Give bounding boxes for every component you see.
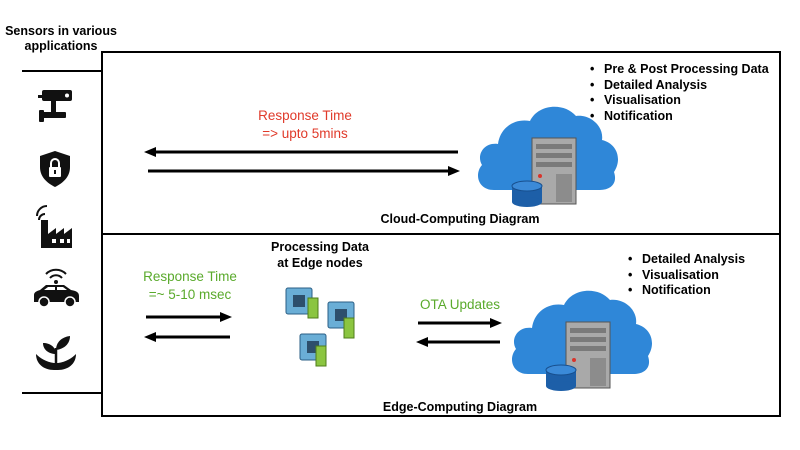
connected-car-icon [34, 268, 79, 308]
edge-processor-chips-icon [285, 287, 355, 367]
cloud-bidirectional-arrows [144, 147, 460, 176]
list-item: Notification [628, 283, 745, 299]
chip [285, 287, 319, 319]
cloud-server-icon [478, 106, 618, 207]
edge-bidirectional-arrows [144, 312, 232, 342]
cctv-camera-icon [38, 90, 72, 122]
list-item: Detailed Analysis [628, 252, 745, 268]
edge-arrow-right-head [220, 312, 232, 322]
cloud-arrow-right-head [448, 166, 460, 176]
list-item: Visualisation [628, 268, 745, 284]
sidebar-top-divider [22, 70, 102, 72]
list-item: Visualisation [590, 93, 769, 109]
list-item: Detailed Analysis [590, 78, 769, 94]
edge-response-time-value: =~ 5-10 msec [148, 287, 232, 302]
sidebar-bottom-divider [22, 392, 102, 394]
smart-factory-icon [36, 205, 72, 248]
edge-response-time-label: Response Time [143, 269, 237, 284]
edge-processing-title-line2: at Edge nodes [277, 256, 363, 270]
cloud-arrow-left-head [144, 147, 156, 157]
agriculture-plant-icon [36, 336, 76, 370]
chip [327, 301, 355, 339]
cloud-response-time-label: Response Time [258, 108, 352, 123]
ota-updates-label: OTA Updates [419, 297, 501, 312]
chip [299, 333, 327, 367]
edge-arrow-left-head [144, 332, 156, 342]
list-item: Notification [590, 109, 769, 125]
cloud-panel-caption: Cloud-Computing Diagram [380, 212, 540, 226]
edge-panel-caption: Edge-Computing Diagram [382, 400, 538, 414]
edge-cloud-server-icon [512, 290, 652, 391]
sidebar-title: Sensors in various applications [5, 24, 117, 53]
security-shield-icon [40, 151, 70, 187]
ota-arrow-right-head [490, 318, 502, 328]
ota-arrow-left-head [416, 337, 428, 347]
edge-processing-title-line1: Processing Data [271, 240, 369, 254]
edge-capabilities-list: Detailed Analysis Visualisation Notifica… [628, 252, 745, 299]
edge-computing-panel [101, 233, 781, 417]
ota-bidirectional-arrows [416, 318, 502, 347]
list-item: Pre & Post Processing Data [590, 62, 769, 78]
cloud-response-time-value: => upto 5mins [262, 126, 348, 141]
cloud-capabilities-list: Pre & Post Processing Data Detailed Anal… [590, 62, 769, 124]
